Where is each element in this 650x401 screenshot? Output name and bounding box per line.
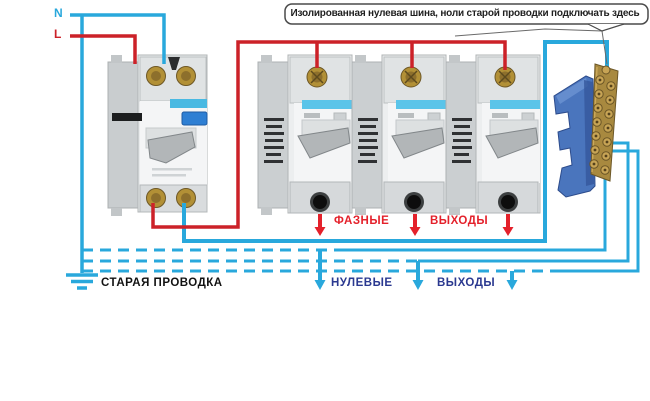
- neutral-outputs-label-word2: ВЫХОДЫ: [437, 277, 496, 289]
- rcd-phase-bus-wire: [151, 40, 507, 229]
- rcd-device: [107, 54, 208, 216]
- callout-tail: [587, 23, 625, 32]
- neutral-supply-label: N: [54, 6, 63, 20]
- callout-leader-line: [454, 28, 608, 65]
- rcd-blue-stripe: [170, 99, 207, 108]
- phase-wires: [70, 34, 507, 229]
- old-wiring-label: СТАРАЯ ПРОВОДКА: [101, 277, 223, 289]
- rcd-test-button: [181, 111, 208, 126]
- rcd-neutral-to-bus-wire: [182, 40, 609, 243]
- line-supply-wire: [70, 34, 137, 64]
- rcd-top-terminals: [146, 66, 196, 86]
- mcb-device-3: [445, 54, 541, 215]
- line-supply-label: L: [54, 27, 62, 41]
- neutral-outputs-label-word1: НУЛЕВЫЕ: [331, 277, 393, 289]
- neutral-supply-wire: [70, 13, 166, 64]
- phase-outputs-label-word2: ВЫХОДЫ: [430, 215, 489, 227]
- rcd-window-slot: [112, 113, 142, 121]
- mcb-device-2: [351, 54, 447, 215]
- neutral-wires: [70, 13, 640, 273]
- neutral-output-arrows: [314, 250, 518, 290]
- ground-icon: [66, 273, 98, 290]
- callout-bubble: [284, 3, 649, 65]
- rcd-toggle-lever: [147, 131, 196, 164]
- phase-output-arrows: [314, 214, 514, 236]
- neutral-bus-assembly: [553, 63, 619, 198]
- phase-outputs-label-word1: ФАЗНЫЕ: [334, 215, 390, 227]
- rcd-bottom-terminals: [146, 188, 196, 208]
- mcb-devices: [257, 54, 541, 215]
- mcb-device-1: [257, 54, 353, 215]
- callout-text: Изолированная нулевая шина, ноли старой …: [290, 8, 640, 19]
